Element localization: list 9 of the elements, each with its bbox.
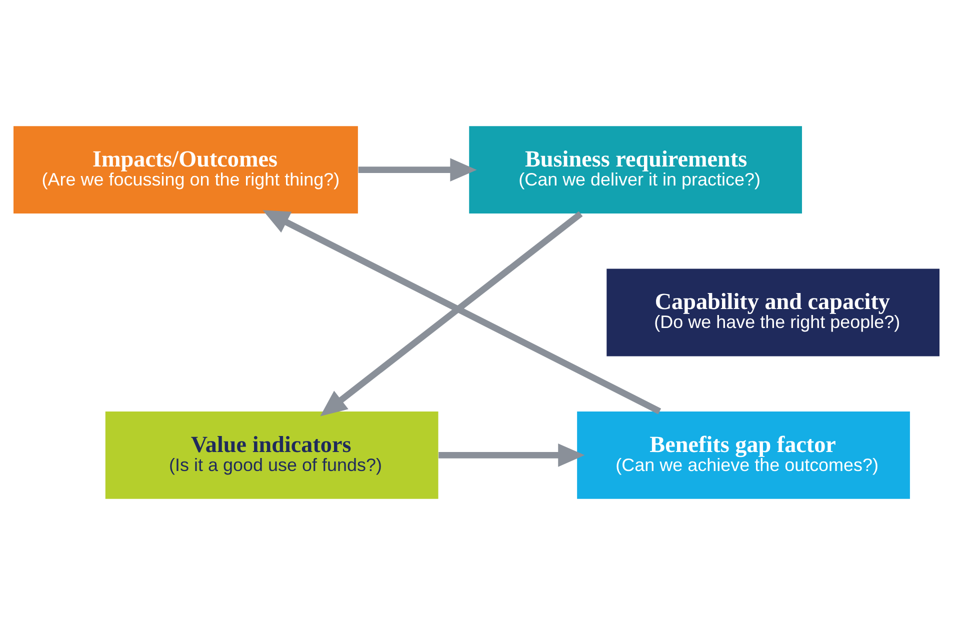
arrow (438, 444, 585, 467)
arrow (358, 158, 477, 182)
node-box: Value indicators (Is it a good use of funds?) (105, 411, 438, 499)
node-box: Capability and capacity (Do we have the right people?) (606, 268, 940, 356)
arrow (262, 210, 662, 414)
node-box: Benefits gap factor (Can we achieve the outcomes?) (577, 411, 910, 499)
node-box: Impacts/Outcomes (Are we focussing on the right thing?) (14, 126, 358, 214)
arrow (320, 211, 583, 416)
node-box: Business requirements (Can we deliver it in practice?) (469, 126, 802, 214)
